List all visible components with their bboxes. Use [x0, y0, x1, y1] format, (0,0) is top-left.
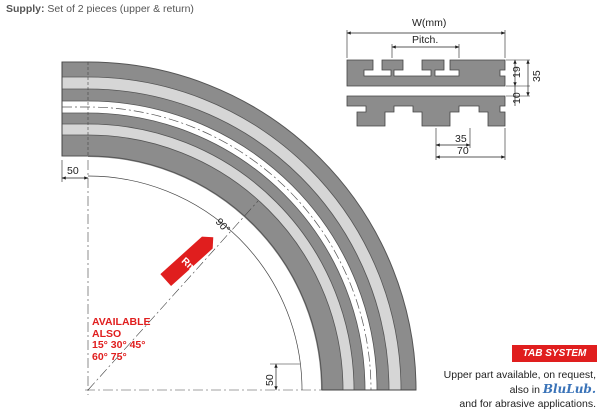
available-line-3: 15° 30° 45°: [92, 339, 146, 351]
curve-body: [61, 61, 417, 391]
dim-50-top: 50: [61, 160, 89, 182]
center-line: [62, 106, 372, 391]
dim-50-bottom-label: 50: [264, 374, 276, 386]
supply-label: Supply:: [6, 3, 45, 15]
profile-section: W(mm) Pitch. 19 35 10 35 70: [346, 17, 543, 160]
supply-value: Set of 2 pieces (upper & return): [47, 3, 194, 15]
note-line-2-prefix: also in: [509, 384, 540, 396]
blulub-logo: BluLub.: [542, 382, 596, 396]
tab-system-badge: TAB SYSTEM: [512, 345, 597, 362]
radius-tag: Rm: [160, 236, 214, 287]
dim-19-label: 19: [511, 66, 523, 78]
dim-35-vertical-label: 35: [531, 70, 543, 82]
available-line-2: ALSO: [92, 327, 122, 340]
note-line-3: and for abrasive applications.: [459, 398, 596, 410]
pitch-label: Pitch.: [412, 34, 438, 46]
available-line-1: AVAILABLE: [92, 316, 151, 328]
available-line-4: 60° 75°: [92, 350, 127, 363]
dim-50-bottom: 50: [264, 363, 300, 391]
dim-50-top-label: 50: [67, 165, 79, 177]
bisector-line: [87, 200, 259, 391]
angle-arc: [87, 175, 303, 391]
availability-note: Upper part available, on request, also i…: [444, 368, 596, 411]
dim-10-label: 10: [511, 92, 523, 104]
dim-35-horizontal-label: 35: [455, 133, 467, 145]
dim-70-label: 70: [457, 145, 469, 157]
note-line-2: also in BluLub.: [444, 382, 596, 397]
width-label: W(mm): [412, 17, 446, 29]
available-angles: AVAILABLE ALSO 15° 30° 45° 60° 75°: [92, 316, 151, 363]
upper-profile: [346, 59, 506, 87]
supply-text: Supply: Set of 2 pieces (upper & return): [6, 3, 194, 15]
lower-profile: [346, 95, 506, 127]
note-line-1: Upper part available, on request,: [443, 369, 596, 381]
